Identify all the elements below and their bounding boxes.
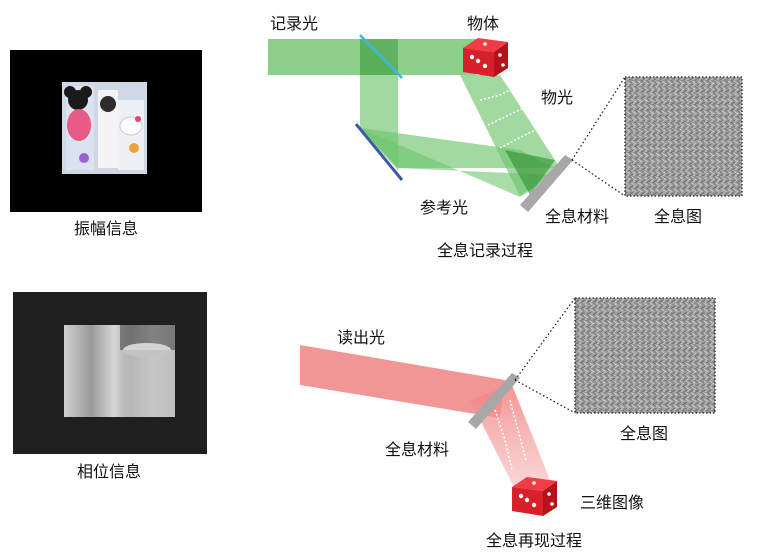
phase-caption: 相位信息: [77, 462, 141, 481]
object-light-label: 物光: [541, 88, 573, 107]
recording-caption: 全息记录过程: [437, 241, 533, 260]
material-label-bottom: 全息材料: [385, 440, 449, 459]
object-label: 物体: [467, 14, 499, 33]
object-die: [463, 38, 508, 77]
holographic-plate-bottom: [468, 373, 520, 429]
reconstruction-setup: [300, 297, 716, 516]
phase-image: [13, 292, 207, 454]
beam-splitter: [359, 34, 403, 79]
hologram-label-top: 全息图: [654, 207, 702, 226]
reconstructed-die: [512, 477, 557, 516]
amplitude-caption: 振幅信息: [74, 219, 138, 238]
amplitude-image: [10, 50, 202, 212]
recording-setup: [268, 34, 743, 212]
read-light-beam: [300, 345, 505, 418]
mirror: [354, 123, 404, 181]
holographic-plate-top: [520, 155, 573, 212]
image-3d-label: 三维图像: [580, 493, 644, 512]
record-light-label: 记录光: [270, 14, 318, 33]
read-light-label: 读出光: [337, 328, 385, 347]
hologram-label-bottom: 全息图: [620, 424, 668, 443]
reference-light-label: 参考光: [420, 198, 468, 217]
material-label-top: 全息材料: [545, 207, 609, 226]
reconstruction-caption: 全息再现过程: [486, 531, 582, 550]
